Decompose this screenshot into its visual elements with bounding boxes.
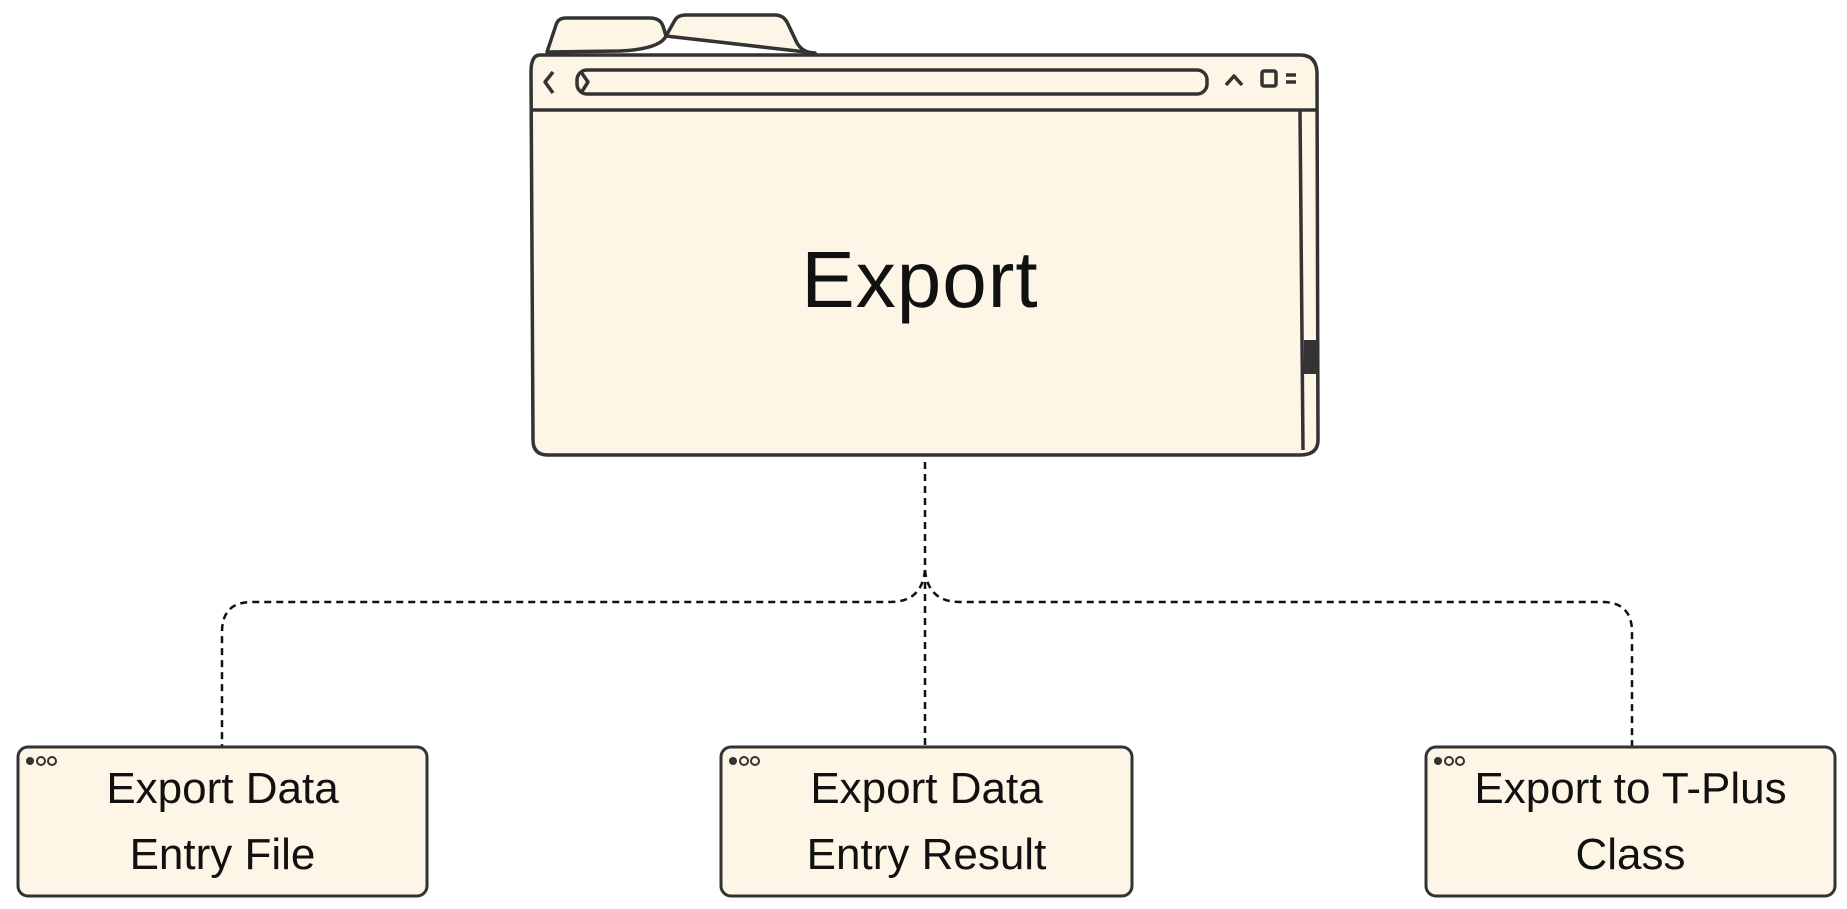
child-label-line1: Export Data <box>810 764 1043 813</box>
root-node-title: Export <box>801 235 1039 324</box>
child-label-line1: Export Data <box>106 764 339 813</box>
connector-root-to-right <box>923 569 1634 746</box>
folder-tab-right <box>664 13 817 55</box>
child-frame-1 <box>16 745 429 898</box>
root-browser-window <box>529 13 1320 457</box>
child-node-export-data-entry-file: Export Data Entry File <box>20 752 425 892</box>
back-arrow-icon <box>543 70 555 95</box>
connector-root-to-left <box>220 569 927 746</box>
window-frame <box>529 53 1320 457</box>
child-frame-2 <box>719 745 1134 898</box>
maximize-icon <box>1260 69 1278 88</box>
forward-arrow-icon <box>579 70 590 94</box>
child-label-line1: Export to T-Plus <box>1474 764 1787 813</box>
scrollbar-thumb <box>1304 340 1318 374</box>
child-node-export-data-entry-result: Export Data Entry Result <box>724 752 1129 892</box>
child-windows <box>16 745 1837 898</box>
child-label-line2: Entry File <box>129 830 316 879</box>
window-dots-icon <box>1434 756 1465 766</box>
caret-up-icon <box>1224 74 1244 87</box>
window-dots-icon <box>729 756 760 766</box>
window-dots-icon <box>26 756 57 766</box>
child-frame-3 <box>1424 745 1837 898</box>
connectors <box>220 462 1634 746</box>
menu-icon <box>1286 73 1296 84</box>
window-dots <box>26 756 1465 766</box>
scrollbar-track <box>1298 109 1305 451</box>
child-node-export-to-tplus-class: Export to T-Plus Class <box>1428 752 1833 892</box>
folder-tab-left <box>545 16 668 54</box>
child-label-line2: Entry Result <box>806 830 1047 879</box>
child-label-line2: Class <box>1575 830 1686 879</box>
address-bar <box>575 68 1209 96</box>
